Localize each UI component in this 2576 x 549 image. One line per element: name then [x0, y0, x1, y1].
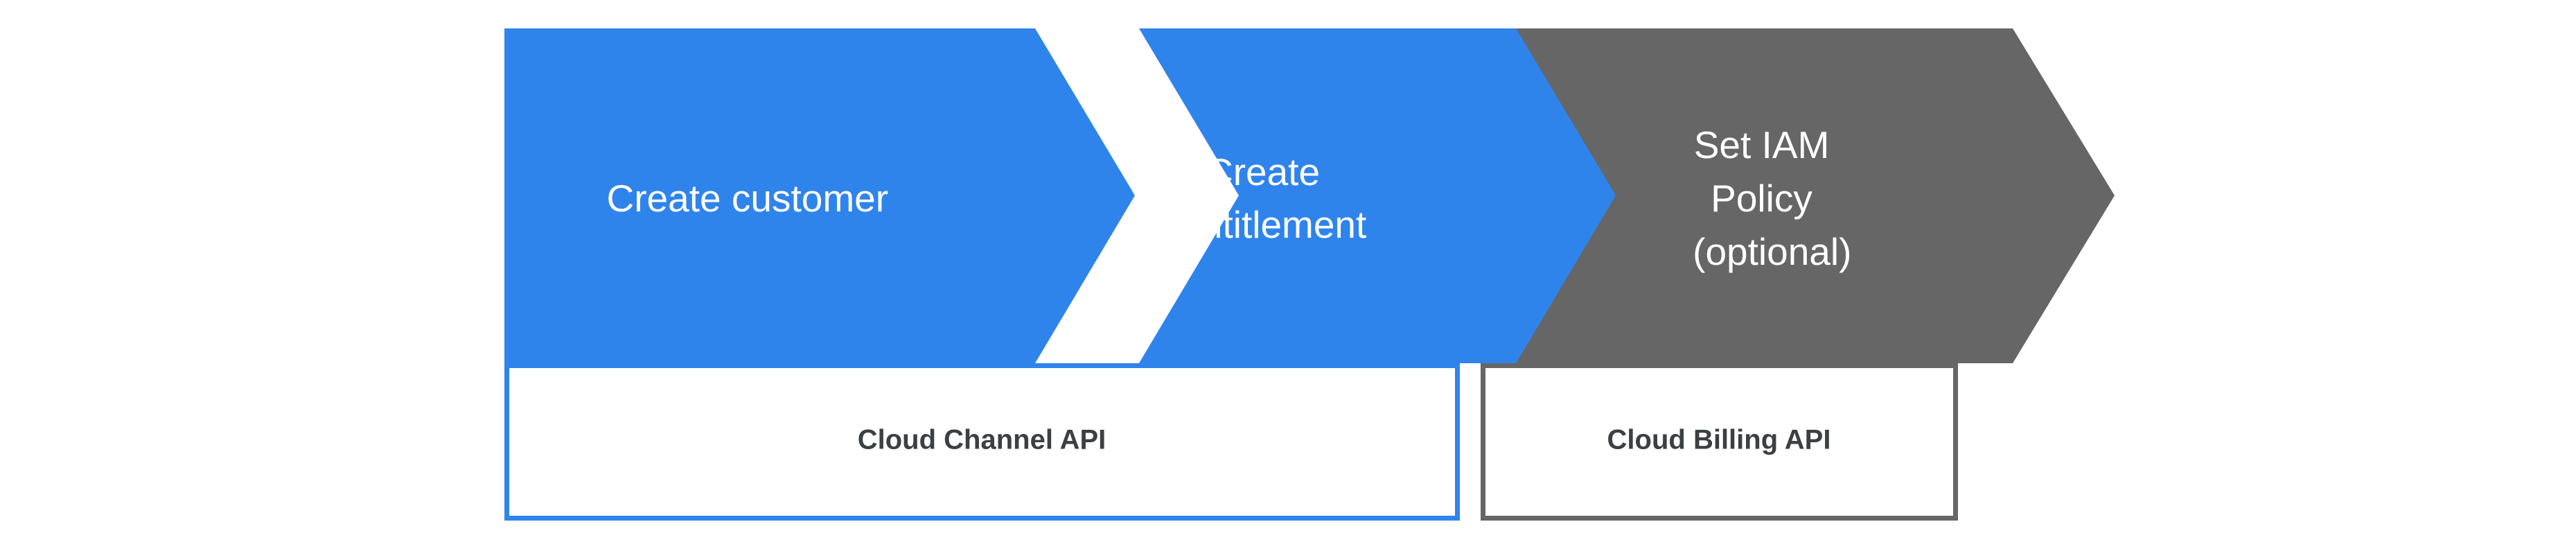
api-group-box-cloud-billing: [1481, 363, 1958, 521]
api-group-box-cloud-channel: [504, 363, 1460, 521]
step-shape-set-iam-policy[interactable]: [1483, 28, 2115, 363]
step-label-create-customer: Create customer: [607, 177, 942, 220]
api-group-label-cloud-billing: Cloud Billing API: [1607, 425, 1831, 455]
step-label-set-iam-policy: Set IAM Policy (optional): [1693, 123, 1905, 273]
step-shape-create-entitlement[interactable]: [1139, 28, 1616, 363]
api-group-label-cloud-channel: Cloud Channel API: [858, 425, 1106, 455]
step-shape-create-customer[interactable]: [504, 28, 1135, 363]
step-label-create-entitlement: Create entitlement: [1180, 150, 1419, 246]
